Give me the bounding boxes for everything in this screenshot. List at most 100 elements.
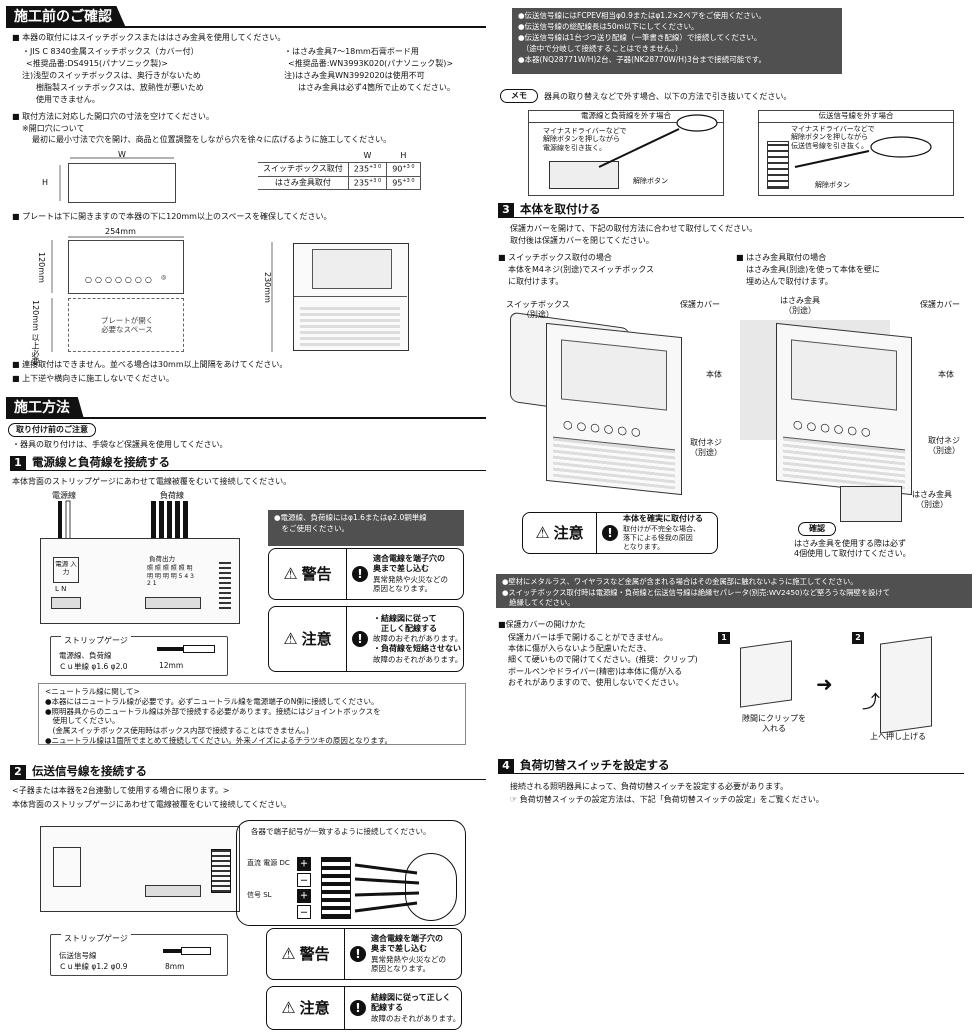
note-line: 樹脂製スイッチボックスは、放熱性が悪いため — [36, 83, 204, 92]
method-text: 本体をM4ネジ(別途)でスイッチボックス — [508, 265, 654, 274]
caution-text: 取付けが不完全な場合、 落下による怪我の原因 となります。 — [623, 524, 700, 551]
caution-triangle-icon: ⚠ — [283, 629, 298, 648]
arrow-right-icon: ➜ — [816, 672, 833, 696]
method-text: 埋め込んで取付けます。 — [746, 277, 833, 286]
step4-header: 4 負荷切替スイッチを設定する — [498, 758, 964, 774]
row-label: スイッチボックス取付 — [258, 162, 349, 177]
step4-ref: ☞ 負荷切替スイッチの設定方法は、下記「負荷切替スイッチの設定」をご覧ください。 — [510, 795, 824, 804]
plate-front-diagram: ○○○○○○○ ◎ — [68, 240, 184, 294]
caution-head: ⚠注意 — [523, 513, 597, 553]
warning-body: 適合電線を端子穴の 奥まで差し込む 異常発熱や火災などの 原因となります。 — [373, 554, 448, 594]
caution-text: 故障のおそれがあります。 — [373, 654, 463, 664]
caution-body: 結線図に従って正しく 配線する 故障のおそれがあります。 — [371, 993, 460, 1024]
neutral-note-box: <ニュートラル線に関して> ●本器にはニュートラル線が必要です。必ずニュートラル… — [38, 683, 466, 745]
caution-head: ⚠注意 — [269, 607, 347, 671]
minus-terminal: － — [297, 905, 311, 919]
caution-bold: ・負荷線を短絡させない — [373, 644, 461, 654]
strip-gauge-2: ストリップゲージ 伝送信号線 Ｃｕ単線 φ1.2 φ0.9 8mm — [50, 934, 228, 976]
caution-body: 本体を確実に取付ける 取付けが不完全な場合、 落下による怪我の原因 となります。 — [623, 514, 703, 552]
strip-length: 12mm — [159, 661, 184, 670]
step-number: 4 — [498, 758, 514, 773]
step-title: 伝送信号線を接続する — [32, 764, 147, 779]
label-cover: 保護カバー — [680, 300, 720, 309]
caution-bold: ・結線図に従って 正しく配線する — [373, 613, 437, 634]
exclamation-icon: ! — [350, 1000, 366, 1016]
caution-triangle-icon: ⚠ — [281, 998, 296, 1017]
body-front — [791, 339, 897, 411]
exclamation-icon: ! — [352, 566, 368, 582]
divider — [294, 296, 407, 297]
bullet-spacing: ■ 連接取付はできません。並べる場合は30mm以上間隔をあけてください。 — [12, 360, 288, 369]
fig-title: 電源線と負荷線を外す場合 — [529, 111, 723, 123]
label-body: 本体 — [938, 370, 954, 379]
bullet-orientation: ■ 上下逆や横向きに施工しないでください。 — [12, 374, 174, 383]
warning-head: ⚠警告 — [269, 549, 347, 599]
strip-gauge-line: 電源線、負荷線 — [59, 651, 112, 660]
caution-label: 注意 — [301, 629, 332, 648]
connector — [219, 559, 231, 609]
caution-triangle-icon: ⚠ — [535, 523, 550, 542]
step2-note: <子器または本器を2台連動して使用する場合に限ります。> — [12, 786, 230, 795]
method-text: に取付けます。 — [508, 277, 564, 286]
power-terminal — [51, 597, 81, 609]
load-terminal — [145, 885, 201, 897]
fig-remove-power: 電源線と負荷線を外す場合 マイナスドライバーなどで 解除ボタンを押しながら 電源… — [528, 110, 724, 196]
exclamation-icon: ! — [350, 946, 366, 962]
warning-text: 異常発熱や火災などの 原因となります。 — [371, 954, 446, 974]
body-drawing-1: ○○○○○○ — [546, 322, 682, 496]
method-text: はさみ金具(別途)を使って本体を壁に — [746, 265, 880, 274]
label-cover: 保護カバー — [920, 300, 960, 309]
step3-desc: 取付後は保護カバーを閉じてください。 — [510, 236, 654, 245]
note-line: 注)はさみ金具WN3992020は使用不可 — [284, 71, 425, 80]
wires — [58, 500, 188, 547]
cover-closed-drawing — [740, 640, 792, 708]
step-number: 1 — [10, 455, 26, 470]
label-switchbox: スイッチボックス （別途） — [506, 300, 570, 319]
fig-title: 伝送信号線を外す場合 — [759, 111, 953, 123]
warning-box-2: ⚠警告 ! 適合電線を端子穴の 奥まで差し込む 異常発熱や火災などの 原因となり… — [266, 928, 462, 980]
opening-size-table: W H スイッチボックス取付 235+3 0 90+3 0 はさみ金具取付 23… — [258, 150, 421, 191]
label-body: 本体 — [706, 370, 722, 379]
label-screw: 取付ネジ （別途） — [690, 438, 722, 457]
power-line-label: 電源線 — [52, 491, 76, 500]
sensor-mark: ◎ — [161, 274, 167, 281]
screwdriver-drawing — [794, 136, 932, 168]
step-number: 2 — [10, 764, 26, 779]
cover-open-text: 保護カバーは手で開けることができません。 本体に傷が入らないよう配慮いただき、 … — [508, 633, 698, 687]
caution-text: 故障のおそれがあります。 — [373, 634, 463, 644]
load-terminal-labels: 照 照 照 照 照 明 明 明 明 明 5 4 3 2 1 — [147, 565, 194, 587]
strip-gauge-title: ストリップゲージ — [61, 934, 131, 944]
dimension-arrows — [59, 157, 174, 201]
power-box — [53, 847, 81, 887]
screwdriver-drawing — [598, 114, 718, 168]
terminal-slots — [321, 857, 351, 919]
step-number: 3 — [498, 202, 514, 217]
warning-label: 警告 — [301, 564, 332, 583]
caution-box-2: ⚠注意 ! 結線図に従って正しく 配線する 故障のおそれがあります。 — [266, 986, 462, 1030]
caution-label: 注意 — [299, 998, 330, 1017]
note-line: 注)浅型のスイッチボックスは、奥行きがないため — [22, 71, 201, 80]
strip-gauge-line: Ｃｕ単線 φ1.6 φ2.0 — [59, 662, 128, 671]
device-back-diagram — [293, 243, 409, 351]
caution-label: 注意 — [553, 523, 584, 542]
label-screw: 取付ネジ （別途） — [928, 436, 960, 455]
pre-install-note: ・器具の取り付けは、手袋など保護具を使用してください。 — [12, 440, 228, 449]
required-space-area: プレートが開く 必要なスペース — [68, 298, 184, 352]
label-clamp-detail: はさみ金具 （別途） — [912, 490, 952, 509]
step-title: 電源線と負荷線を接続する — [32, 455, 170, 470]
fig-caption-2: 上へ押し上げる — [870, 732, 926, 741]
cell-w: 235 — [353, 178, 370, 188]
note-line: ・はさみ金具7～18mm石膏ボード用 — [284, 47, 419, 56]
space-height-label: 120mm 以上必要 — [31, 300, 40, 366]
clamp-detail-drawing — [840, 486, 902, 522]
release-button-label: 解除ボタン — [633, 177, 668, 185]
bullet-opening: ■ 取付方法に対応した開口穴の寸法を空けてください。 — [12, 112, 214, 121]
step1-header: 1 電源線と負荷線を接続する — [10, 455, 486, 471]
confirm-text: はさみ金具を使用する際は必ず 4個使用して取付けてください。 — [794, 539, 911, 559]
arrow-up-icon: ⤴ — [862, 692, 880, 713]
strip-gauge-line: Ｃｕ単線 φ1.2 φ0.9 — [59, 962, 128, 971]
plate-width-label: 254mm — [105, 227, 136, 236]
memo-pill: メモ — [500, 89, 538, 103]
fig-caption-1: 隙間にクリップを 入れる — [742, 714, 806, 733]
confirm-pill: 確認 — [798, 522, 836, 536]
